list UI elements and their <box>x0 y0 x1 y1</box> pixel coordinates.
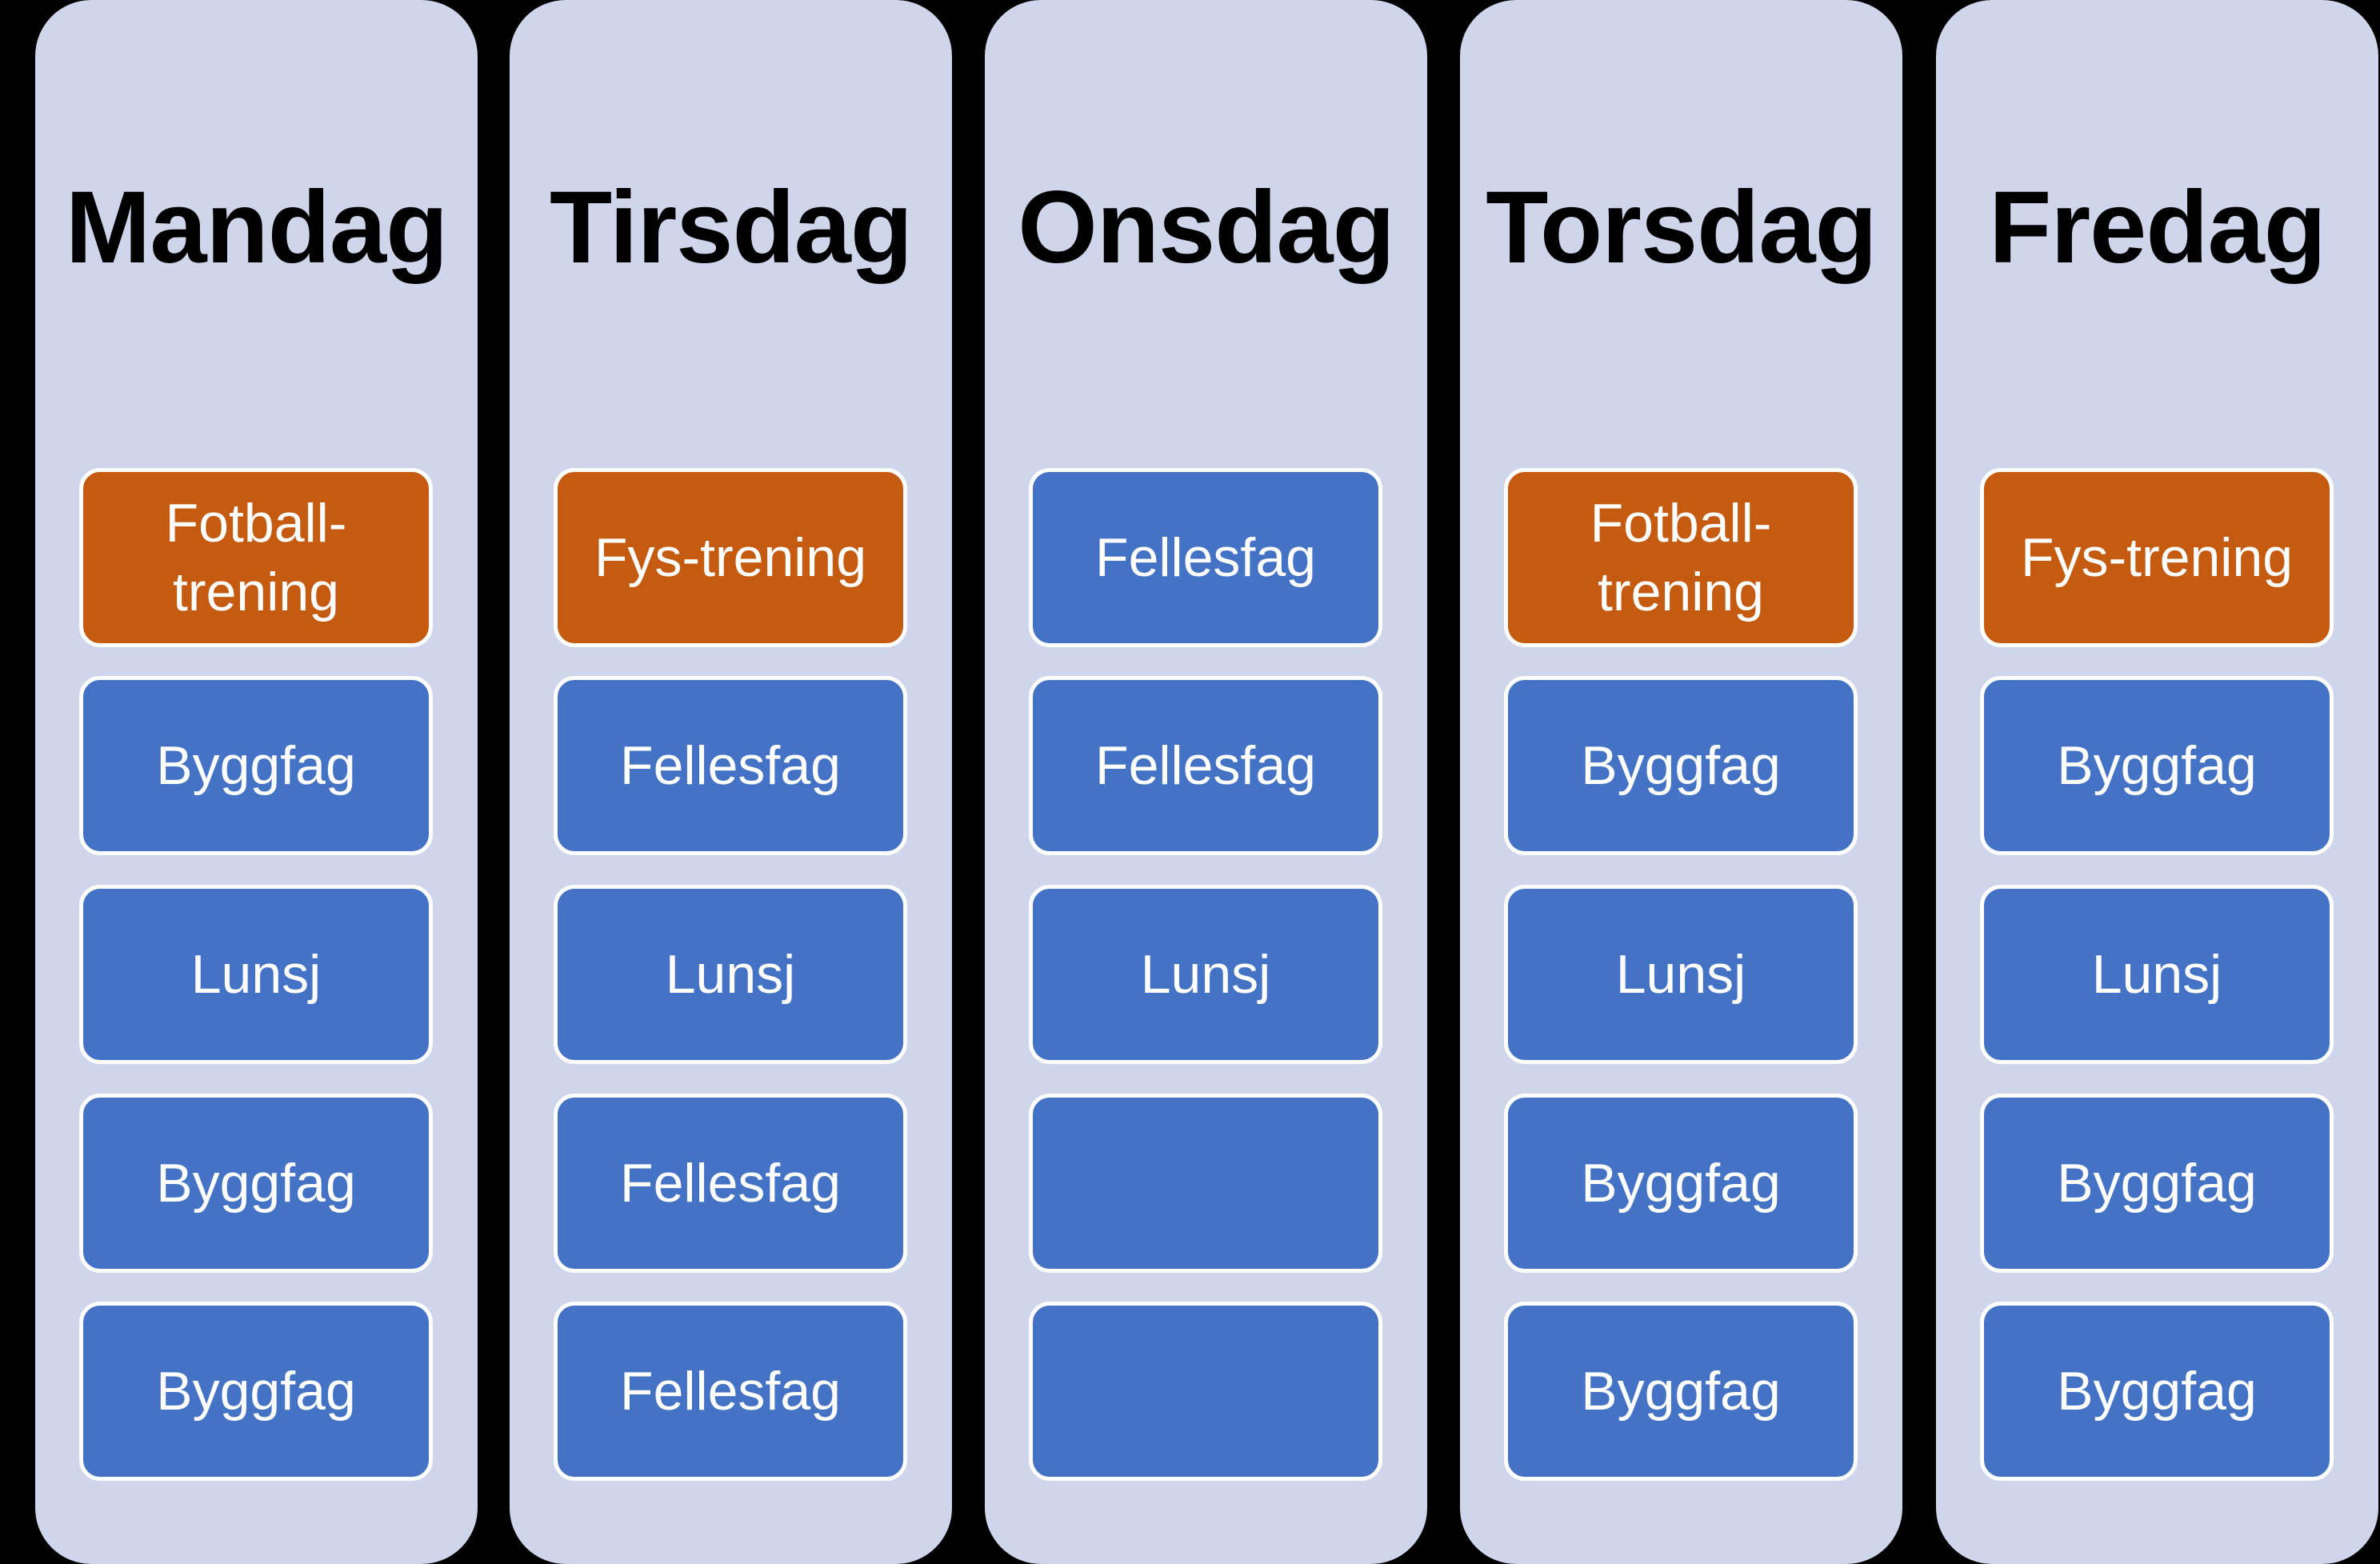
subject-slot: Fellesfag <box>554 1094 907 1273</box>
training-slot: Fotball- trening <box>79 468 433 647</box>
subject-slot: Lunsj <box>1504 885 1858 1064</box>
subject-slot: Byggfag <box>1980 1094 2334 1273</box>
day-title: Fredag <box>1989 170 2326 285</box>
subject-slot: Byggfag <box>79 676 433 855</box>
subject-slot: Lunsj <box>1980 885 2334 1064</box>
subject-slot: Byggfag <box>1504 1094 1858 1273</box>
subject-slot: Fellesfag <box>554 1302 907 1481</box>
training-slot: Fys-trening <box>554 468 907 647</box>
subject-slot: Lunsj <box>554 885 907 1064</box>
training-slot: Fotball- trening <box>1504 468 1858 647</box>
subject-slot: Fellesfag <box>1029 468 1382 647</box>
subject-slot: Byggfag <box>1504 676 1858 855</box>
day-title: Onsdag <box>1018 170 1395 285</box>
subject-slot: Fellesfag <box>554 676 907 855</box>
subject-slot <box>1029 1094 1382 1273</box>
subject-slot: Byggfag <box>79 1094 433 1273</box>
subject-slot: Byggfag <box>1980 1302 2334 1481</box>
day-title: Tirsdag <box>550 170 913 285</box>
subject-slot: Fellesfag <box>1029 676 1382 855</box>
subject-slot: Byggfag <box>1980 676 2334 855</box>
day-title: Torsdag <box>1486 170 1877 285</box>
subject-slot: Byggfag <box>79 1302 433 1481</box>
subject-slot: Lunsj <box>79 885 433 1064</box>
subject-slot: Byggfag <box>1504 1302 1858 1481</box>
training-slot: Fys-trening <box>1980 468 2334 647</box>
subject-slot <box>1029 1302 1382 1481</box>
day-title: Mandag <box>65 170 449 285</box>
subject-slot: Lunsj <box>1029 885 1382 1064</box>
